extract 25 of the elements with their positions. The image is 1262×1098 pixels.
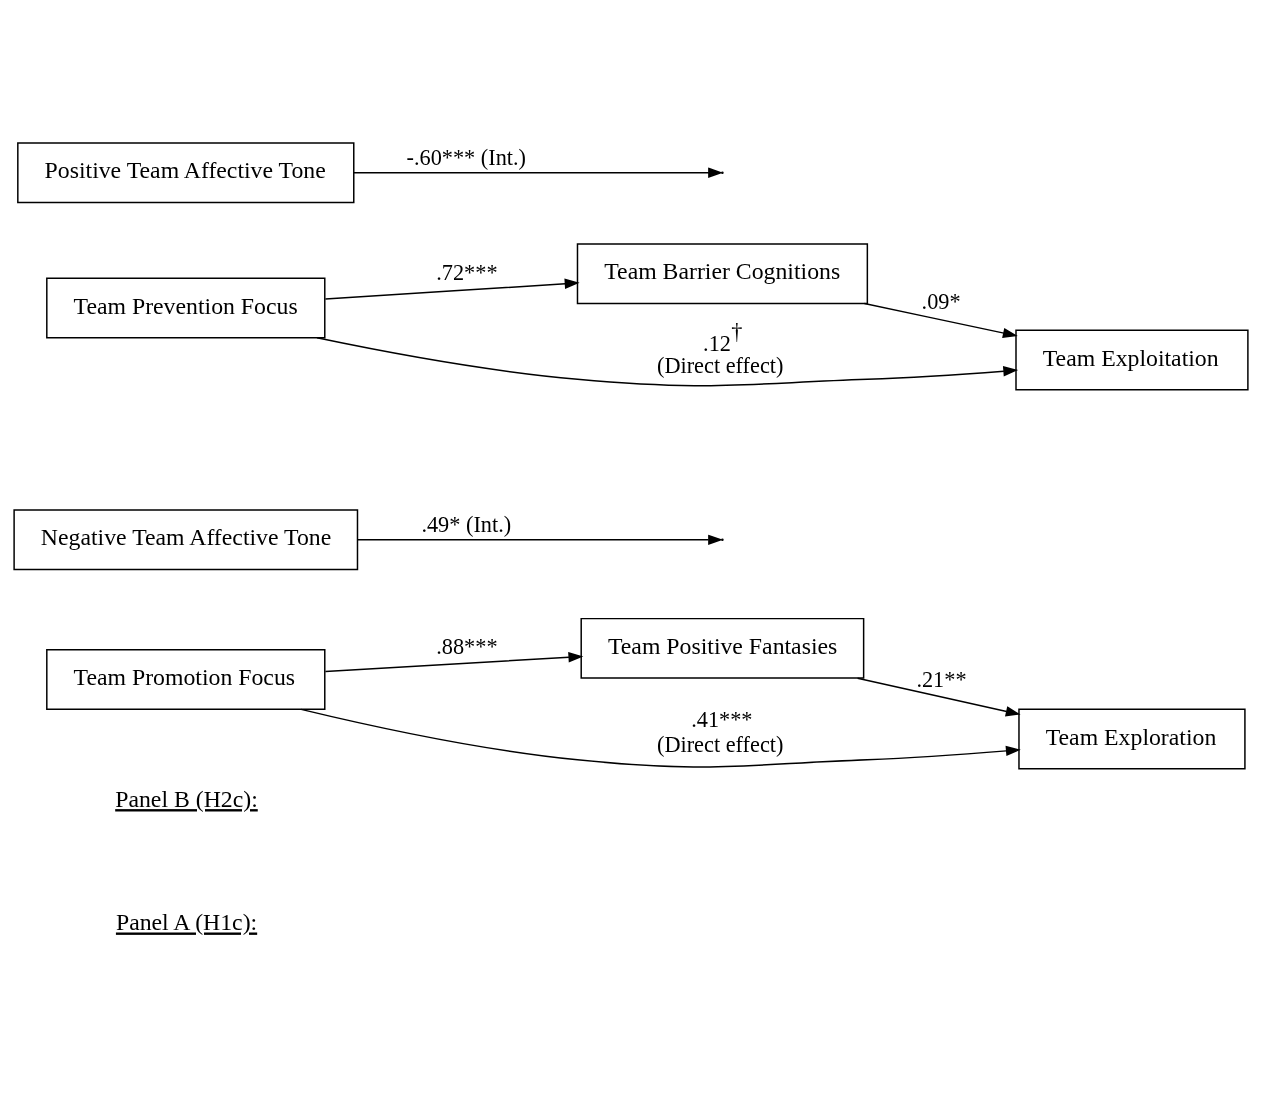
node-box: Team Positive Fantasies (580, 617, 865, 679)
arrow (356, 534, 724, 545)
node-box: Team Barrier Cognitions (576, 242, 869, 304)
node-box: Team Exploitation (1015, 329, 1249, 390)
edge-label: -.60*** (Int.) (406, 144, 526, 170)
arrow (856, 676, 1021, 716)
edge-label: .49* (Int.) (421, 511, 512, 537)
label: Panel A (H1c): (115, 908, 258, 935)
arrow (863, 302, 1018, 338)
edge-label: .88*** (436, 633, 498, 659)
label: Panel B (H2c): (115, 785, 258, 812)
edge-label: .41*** (Direct effect) (657, 706, 784, 757)
arrow (316, 336, 1019, 386)
node-box: Team Exploration (1018, 708, 1246, 769)
edge-label: .72*** (436, 259, 498, 285)
node-box: Team Prevention Focus (46, 276, 326, 338)
node-box: Positive Team Affective Tone (17, 141, 355, 203)
edge-label: .21** (916, 666, 967, 692)
arrow (324, 278, 580, 300)
arrow (300, 708, 1021, 768)
arrow (353, 166, 724, 178)
arrow (324, 651, 584, 672)
node-box: Team Promotion Focus (46, 648, 326, 710)
node-box: Negative Team Affective Tone (13, 508, 359, 570)
edge-label: .09* (921, 288, 961, 314)
